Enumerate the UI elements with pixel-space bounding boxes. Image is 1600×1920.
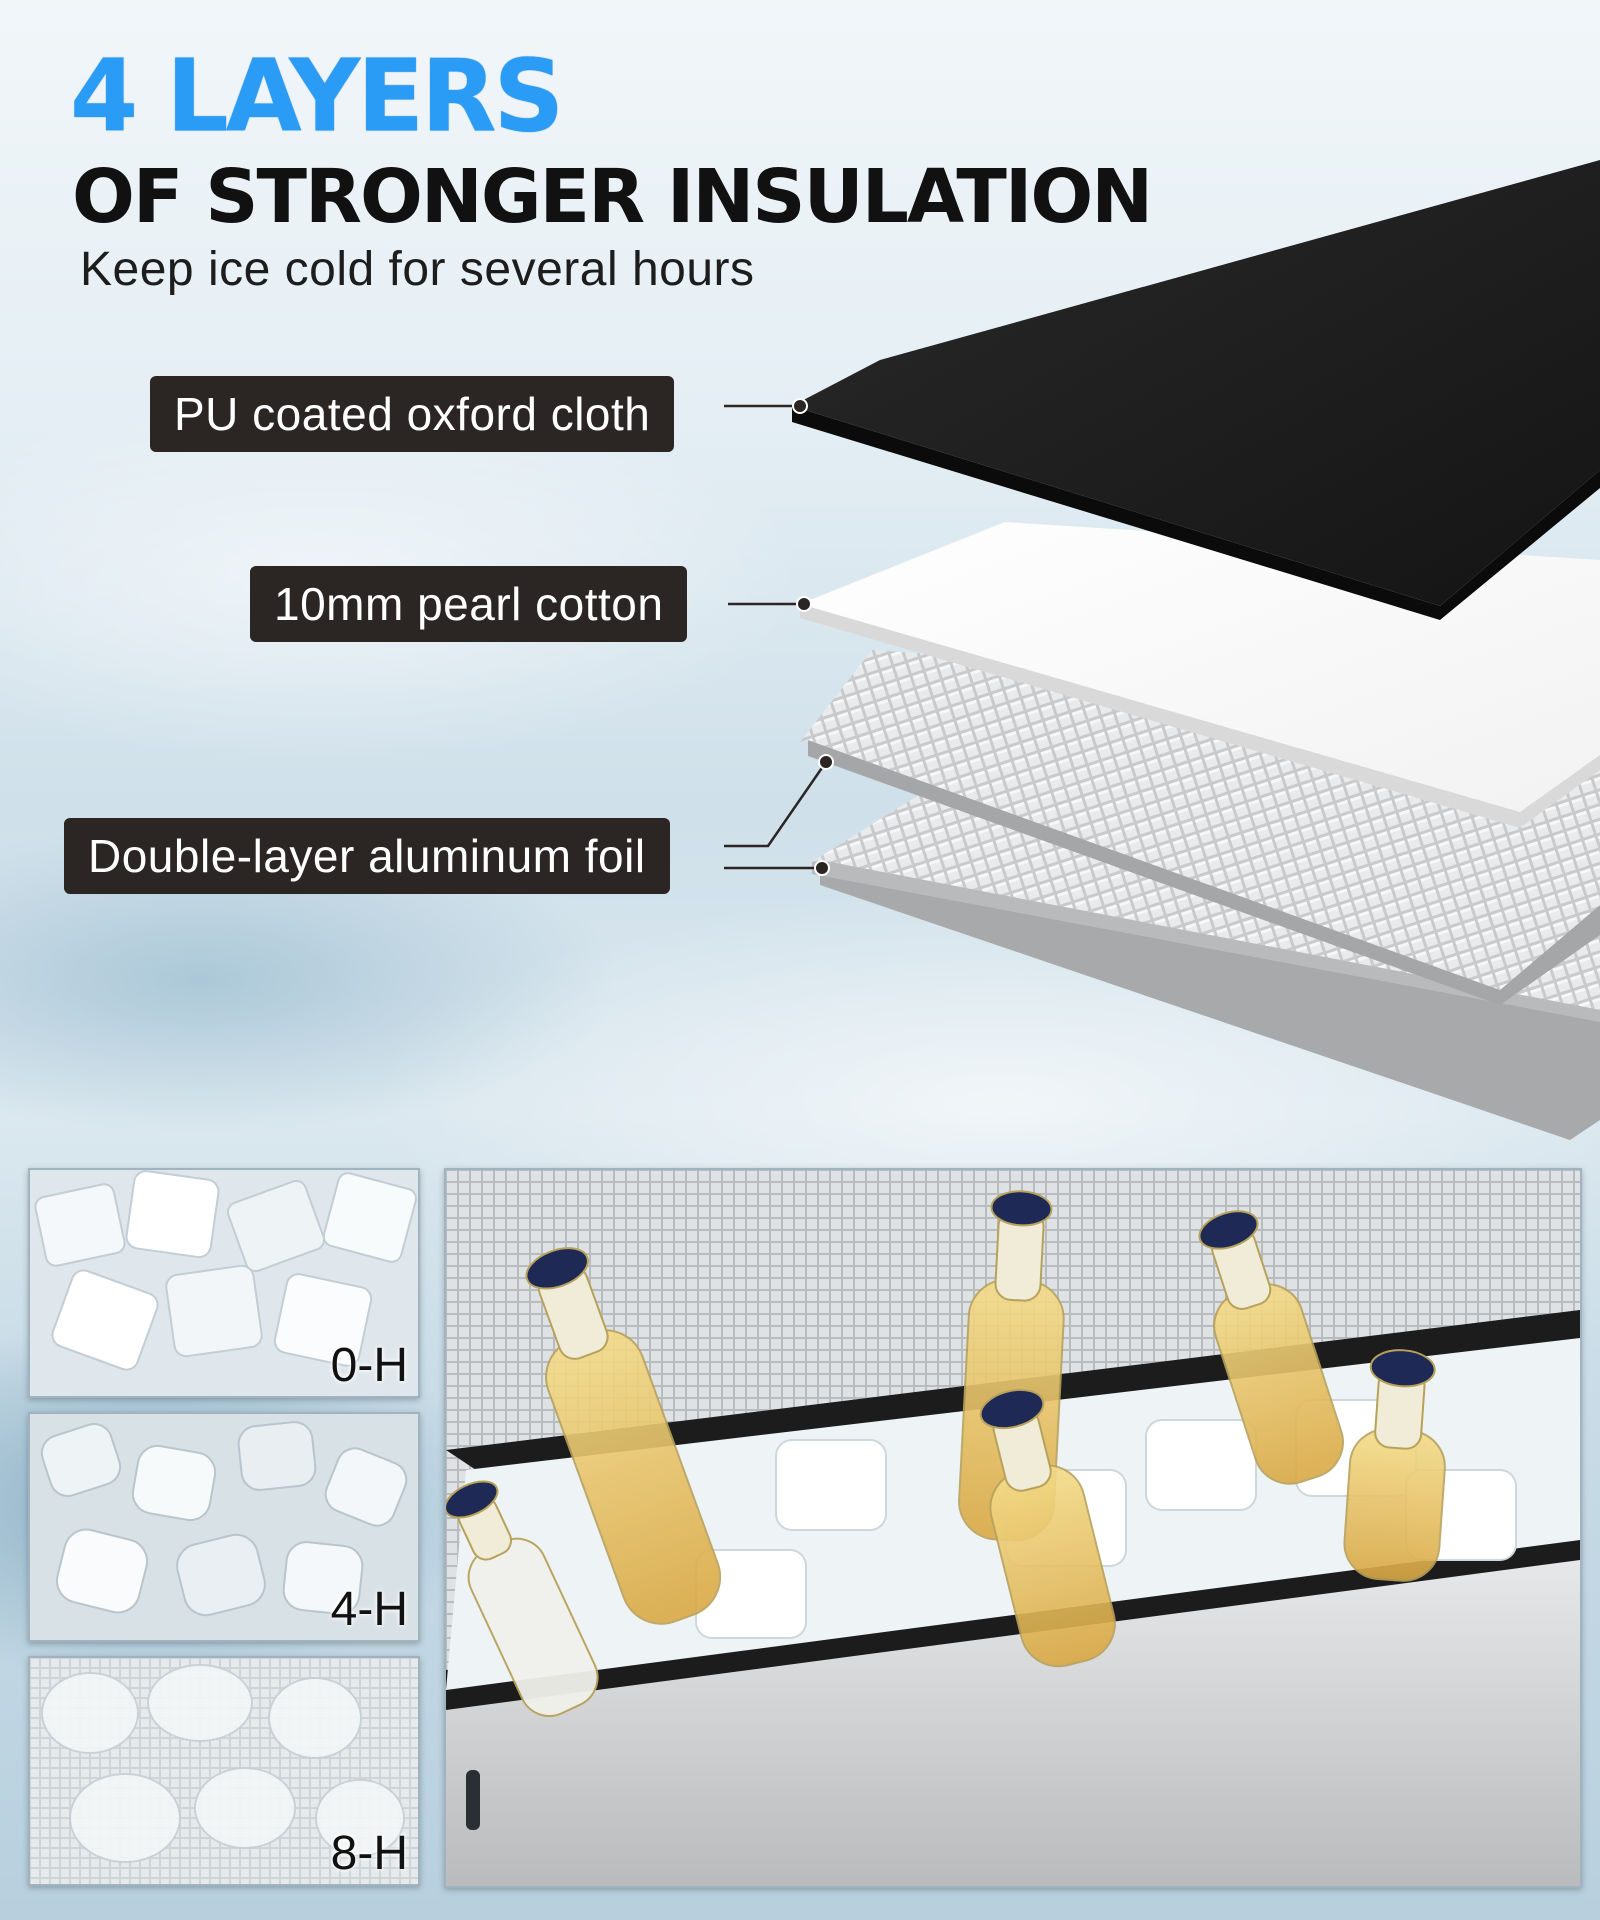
headline-insulation: OF STRONGER INSULATION xyxy=(72,154,1153,240)
ice-thumbnail-8h: 8-H xyxy=(28,1656,420,1886)
cooler-photo xyxy=(444,1168,1582,1888)
melting-ice-image xyxy=(30,1414,418,1640)
layer-label-oxford-cloth: PU coated oxford cloth xyxy=(150,376,675,452)
bottles xyxy=(446,1190,1446,1717)
ice-time-label: 0-H xyxy=(330,1339,408,1392)
oxford-cloth-layer xyxy=(792,160,1600,620)
headline-layers-count: 4 LAYERS xyxy=(70,38,564,156)
ice-thumbnail-4h: 4-H xyxy=(28,1412,420,1642)
layer-label-pearl-cotton: 10mm pearl cotton xyxy=(250,566,688,642)
leader-lines xyxy=(724,404,828,870)
layer-label-aluminum-foil: Double-layer aluminum foil xyxy=(64,818,670,894)
insulation-layers-illustration xyxy=(724,160,1600,1140)
melted-ice-image xyxy=(30,1658,418,1884)
ice-time-label: 8-H xyxy=(330,1827,408,1880)
ice-thumbnail-0h: 0-H xyxy=(28,1168,420,1398)
ice-cubes-image xyxy=(30,1170,418,1396)
leader-dots xyxy=(792,398,834,876)
ice-time-label: 4-H xyxy=(330,1583,408,1636)
cooler-bottles-image xyxy=(446,1170,1580,1886)
subtitle: Keep ice cold for several hours xyxy=(80,243,755,296)
